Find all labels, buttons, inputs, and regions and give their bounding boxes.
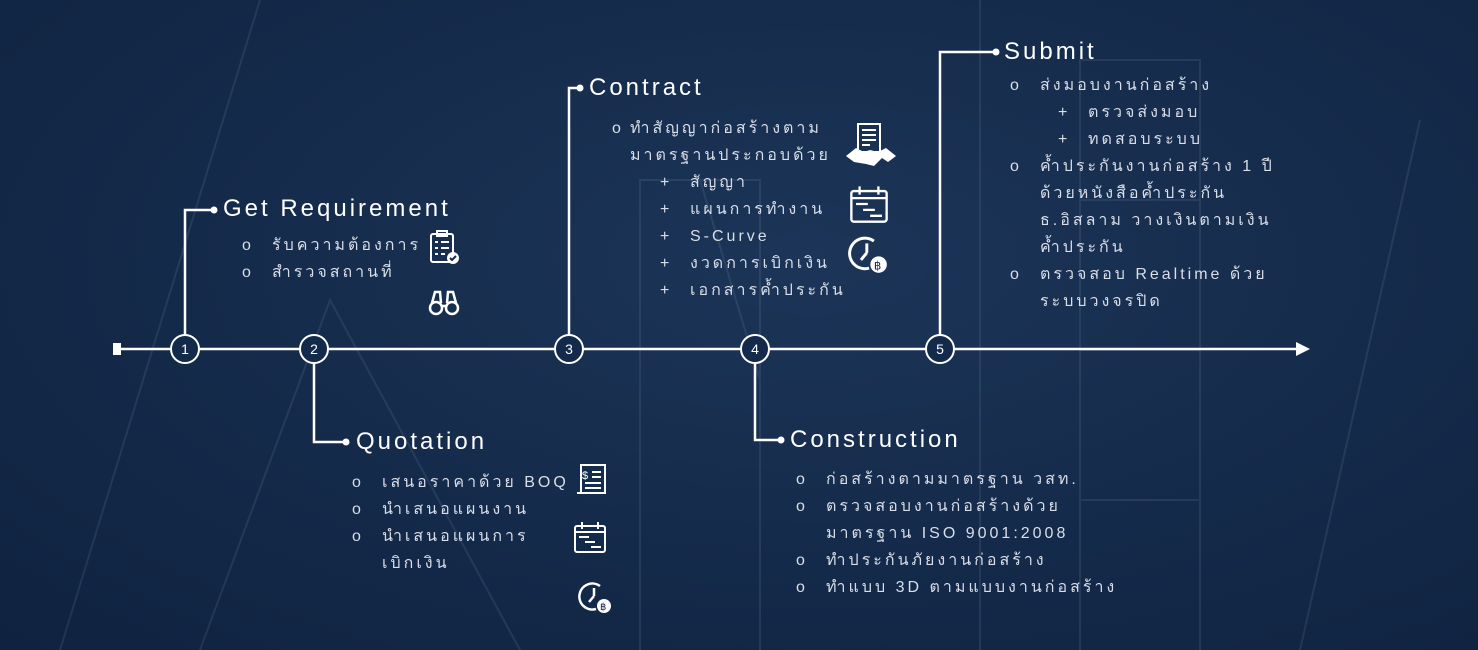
timeline-start-cap — [113, 343, 121, 355]
svg-text:$: $ — [582, 470, 588, 482]
step-node-5: 5 — [925, 334, 955, 364]
svg-text:฿: ฿ — [600, 602, 606, 613]
step-node-3: 3 — [554, 334, 584, 364]
connector-1 — [183, 208, 212, 349]
step-node-1: 1 — [170, 334, 200, 364]
step-title-submit: Submit — [1004, 38, 1097, 65]
clipboard-checklist-icon — [430, 230, 459, 264]
payment-clock-baht-icon: ฿ — [578, 582, 611, 613]
payment-clock-baht-icon: ฿ — [848, 236, 887, 273]
step-node-4: 4 — [740, 334, 770, 364]
invoice-icon: $ — [577, 464, 606, 494]
step-node-2: 2 — [299, 334, 329, 364]
step-title-get-requirement: Get Requirement — [223, 195, 451, 222]
contract-handshake-icon — [846, 123, 896, 166]
step-title-contract: Contract — [589, 74, 704, 101]
connector-4 — [753, 349, 779, 442]
connector-3 — [567, 86, 578, 349]
svg-text:฿: ฿ — [874, 258, 881, 272]
connector-2 — [312, 349, 344, 444]
connector-5 — [938, 50, 994, 349]
timeline-arrow-icon — [1296, 342, 1310, 356]
gantt-calendar-icon — [850, 186, 888, 223]
step-title-quotation: Quotation — [356, 428, 488, 455]
step-title-construction: Construction — [790, 426, 961, 453]
gantt-calendar-icon — [574, 522, 606, 553]
binoculars-icon — [428, 290, 460, 316]
